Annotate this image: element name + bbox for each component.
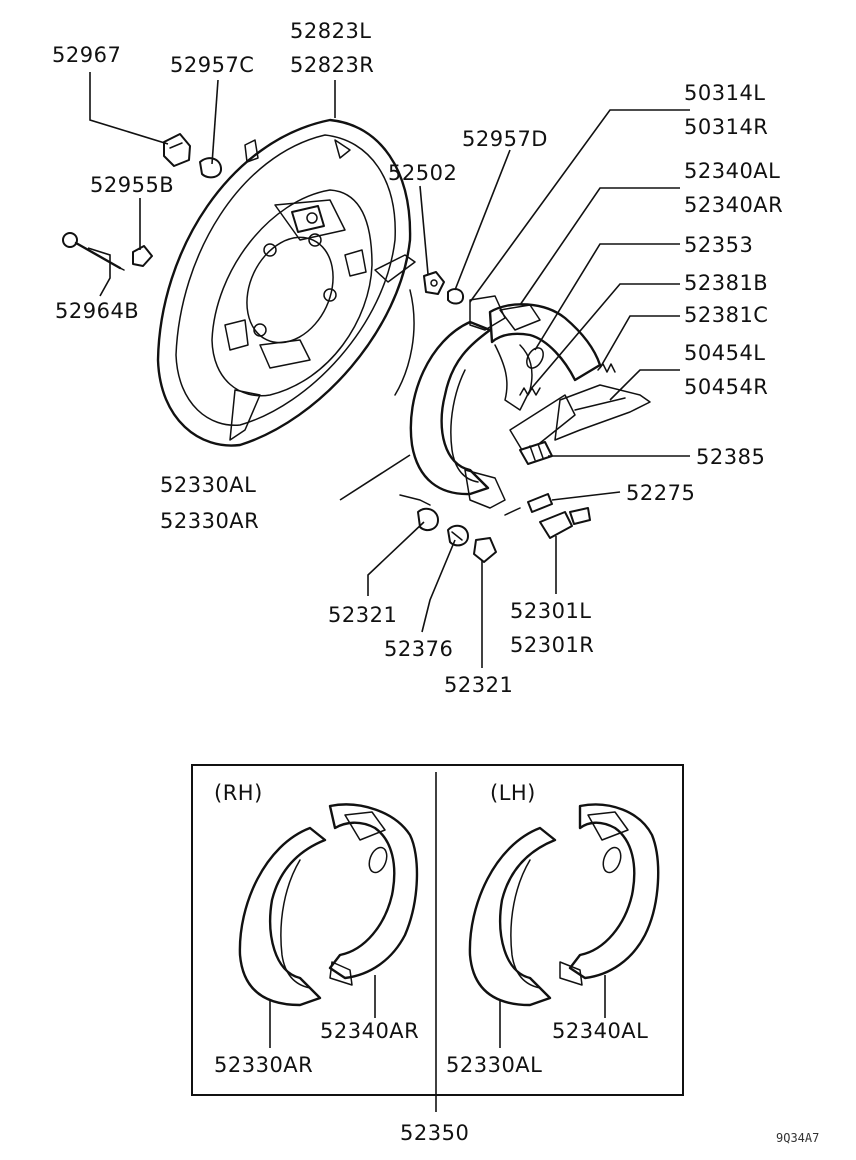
inset-lh-lining-label: 52330AL: [446, 1053, 542, 1077]
label-52330AL: 52330AL: [160, 473, 256, 497]
label-52823L: 52823L: [290, 19, 372, 43]
label-52340AR: 52340AR: [684, 193, 783, 217]
label-52330AR: 52330AR: [160, 509, 259, 533]
label-52381B: 52381B: [684, 271, 768, 295]
part-52321-cup-a: [417, 507, 439, 532]
part-52967-grommet: [163, 133, 191, 167]
part-52955B-bushing: [132, 245, 153, 267]
label-50314L: 50314L: [684, 81, 766, 105]
backing-plate: [156, 118, 416, 447]
leader-lines: [87, 72, 690, 668]
shoe-kit-inset: (RH) (LH) 52340AR 52330AR 52340AL 52: [191, 764, 684, 1145]
part-52381B-spring: [519, 387, 541, 396]
inset-kit-label: 52350: [400, 1121, 469, 1145]
label-52353: 52353: [684, 233, 753, 257]
inset-lh-shoe-label: 52340AL: [552, 1019, 648, 1043]
inset-rh-title: (RH): [214, 781, 263, 805]
label-52385: 52385: [696, 445, 765, 469]
part-52385-adjuster: [519, 441, 553, 465]
part-52301-adjuster-kit: [539, 507, 591, 539]
label-52964B: 52964B: [55, 299, 139, 323]
inset-rh-lining-label: 52330AR: [214, 1053, 313, 1077]
label-52301R: 52301R: [510, 633, 594, 657]
label-50314R: 50314R: [684, 115, 768, 139]
part-52957D-clip: [447, 288, 465, 305]
label-52340AL: 52340AL: [684, 159, 780, 183]
label-50454R: 50454R: [684, 375, 768, 399]
figure-code: 9Q34A7: [776, 1131, 819, 1145]
part-52502-nut: [423, 271, 445, 295]
label-52301L: 52301L: [510, 599, 592, 623]
label-52823R: 52823R: [290, 53, 374, 77]
wheel-cylinder: [291, 205, 325, 233]
label-52502: 52502: [388, 161, 457, 185]
dust-shield: [394, 289, 415, 396]
label-52957C: 52957C: [170, 53, 254, 77]
inset-rh-shoes: [238, 803, 419, 1048]
part-52957C-clip: [199, 157, 222, 179]
inset-lh-title: (LH): [490, 781, 536, 805]
part-52275-pin: [527, 493, 553, 513]
label-52967: 52967: [52, 43, 121, 67]
label-52381C: 52381C: [684, 303, 768, 327]
parking-lever-strut: [554, 384, 651, 441]
label-52321-b: 52321: [444, 673, 513, 697]
inset-rh-shoe-label: 52340AR: [320, 1019, 419, 1043]
label-52376: 52376: [384, 637, 453, 661]
part-52964B-bolt: [62, 232, 125, 271]
label-50454L: 50454L: [684, 341, 766, 365]
label-52275: 52275: [626, 481, 695, 505]
inset-lh-shoes: [468, 803, 660, 1048]
part-52321-cup-b: [473, 537, 497, 563]
label-52321-a: 52321: [328, 603, 397, 627]
brake-shoe-assembly: [399, 295, 602, 516]
label-52957D: 52957D: [462, 127, 548, 151]
part-52376-spring: [447, 524, 469, 547]
label-52955B: 52955B: [90, 173, 174, 197]
part-labels: 52967 52957C 52823L 52823R 52955B 52964B…: [52, 19, 783, 697]
